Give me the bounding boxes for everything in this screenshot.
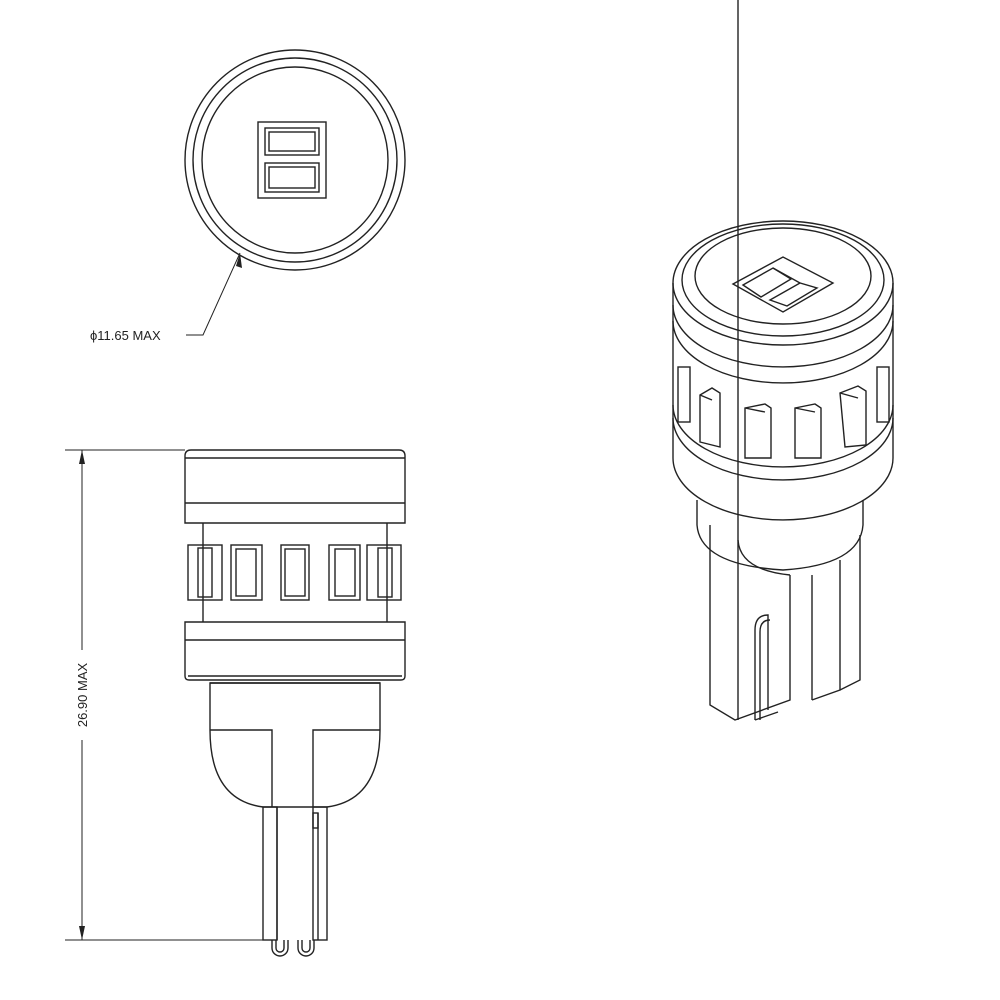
iso-base bbox=[696, 0, 864, 721]
iso-view bbox=[672, 0, 894, 721]
iso-top-led-chip bbox=[731, 256, 835, 313]
side-base bbox=[209, 682, 381, 957]
top-view: ϕ11.65 MAX bbox=[90, 49, 406, 343]
diameter-leader bbox=[186, 252, 242, 336]
top-led-chip bbox=[257, 121, 327, 199]
diameter-label: ϕ11.65 MAX bbox=[90, 328, 161, 343]
height-label: 26.90 MAX bbox=[75, 663, 90, 728]
side-view: 26.90 MAX bbox=[65, 449, 406, 957]
iso-leds bbox=[677, 366, 890, 459]
side-leds bbox=[187, 544, 402, 601]
height-dimension bbox=[65, 449, 263, 941]
